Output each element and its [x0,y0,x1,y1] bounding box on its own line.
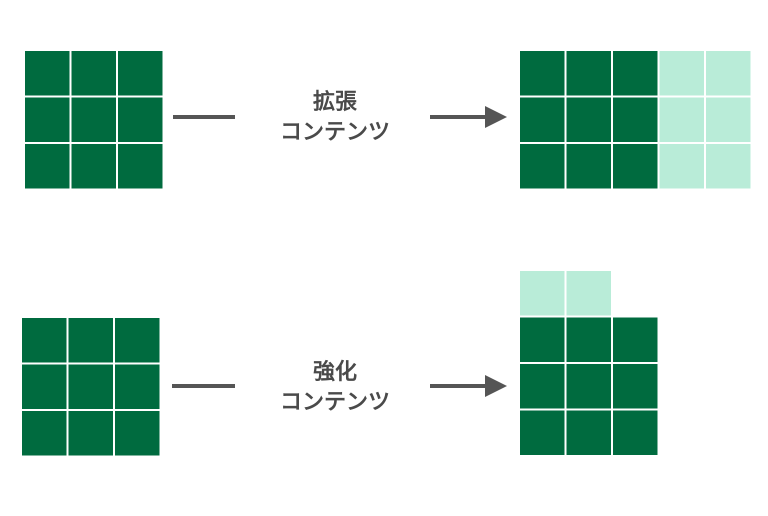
before-grid-cell [68,318,113,363]
after-grid-extra-cell [706,144,751,189]
before-grid-cell [118,97,163,142]
after-grid-dark-cell [613,410,658,455]
after-grid-dark-cell [566,410,611,455]
before-grid-cell [71,144,116,189]
before-grid-cell [118,144,163,189]
after-grid-dark-cell [520,410,565,455]
label-expansion-line2: コンテンツ [279,120,390,145]
after-grid-dark-cell [566,97,611,142]
after-grid-dark-cell [566,144,611,189]
before-grid-cell [115,411,160,456]
after-grid-extra-cell [659,97,704,142]
before-grid-cell [115,364,160,409]
label-enhancement-line1: 強化 [312,360,357,385]
after-grid-extra-cell [566,271,611,316]
before-grid-cell [25,51,70,96]
before-grid-cell [118,51,163,96]
after-grid-dark-cell [520,144,565,189]
after-grid-dark-cell [566,364,611,409]
before-grid-cell [71,51,116,96]
after-grid-dark-cell [613,97,658,142]
arrow-head [485,106,507,128]
before-grid-cell [68,411,113,456]
label-enhancement-content: 強化 コンテンツ [245,358,425,418]
after-grid-dark-cell [566,317,611,362]
after-grid-dark-cell [613,317,658,362]
arrow-head [485,375,507,397]
after-grid-dark-cell [520,364,565,409]
before-grid-cell [25,97,70,142]
after-grid-dark-cell [520,51,565,96]
after-grid-dark-cell [520,97,565,142]
label-enhancement-line2: コンテンツ [279,390,390,415]
before-grid-cell [25,144,70,189]
after-grid-extra-cell [706,51,751,96]
before-grid-cell [22,411,67,456]
label-expansion-content: 拡張 コンテンツ [245,88,425,148]
after-grid-dark-cell [520,317,565,362]
before-grid-cell [115,318,160,363]
before-grid-cell [22,364,67,409]
after-grid-extra-cell [659,51,704,96]
before-grid-cell [68,364,113,409]
after-grid-dark-cell [613,364,658,409]
after-grid-dark-cell [613,51,658,96]
after-grid-dark-cell [613,144,658,189]
after-grid-extra-cell [659,144,704,189]
before-grid-cell [22,318,67,363]
after-grid-dark-cell [566,51,611,96]
label-expansion-line1: 拡張 [312,90,357,115]
after-grid-extra-cell [520,271,565,316]
after-grid-extra-cell [706,97,751,142]
before-grid-cell [71,97,116,142]
